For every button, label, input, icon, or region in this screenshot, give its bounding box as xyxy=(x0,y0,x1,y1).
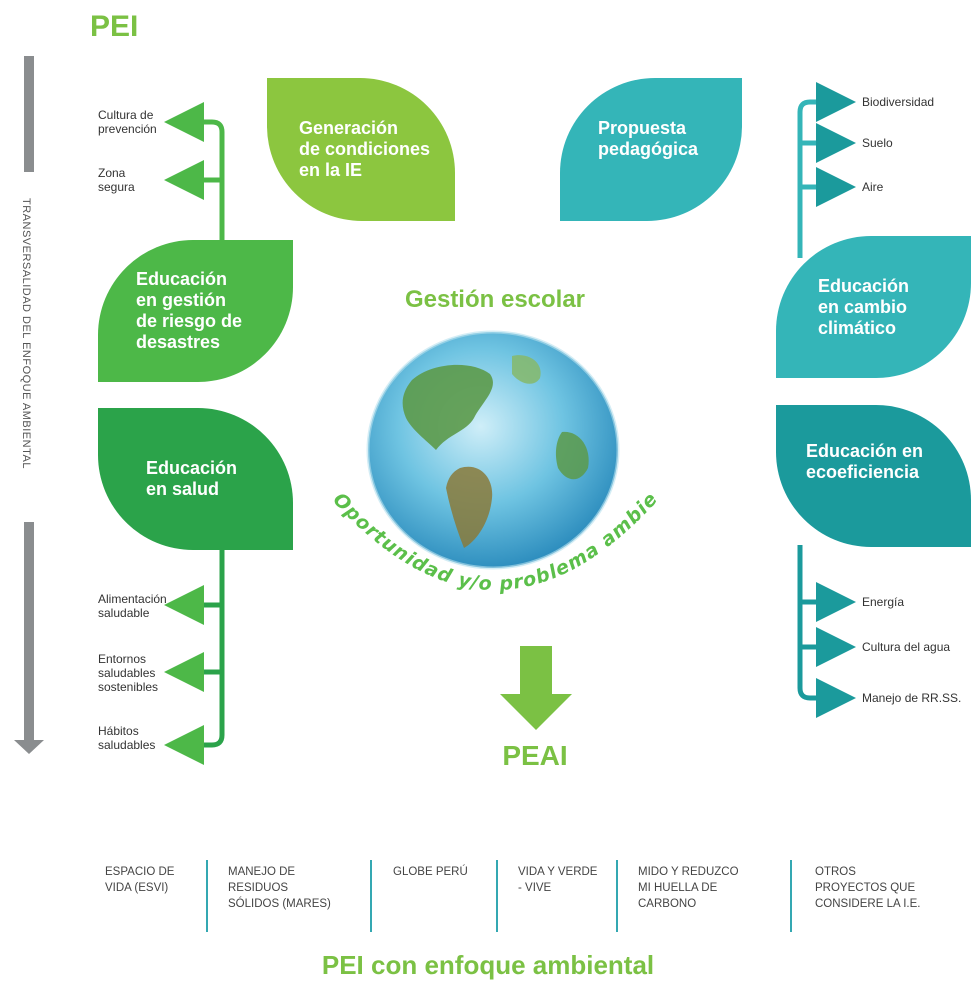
leaf-ecoeficiencia: Educación en ecoeficiencia xyxy=(776,405,971,547)
divider xyxy=(496,860,498,932)
project-item: Mido y reduzco mi huella de carbono xyxy=(638,866,739,910)
side-bar-bottom xyxy=(24,522,34,744)
list-item: Energía xyxy=(862,595,905,609)
project-item: Manejo de residuos sólidos (MARES) xyxy=(228,866,331,910)
center-title: Gestión escolar xyxy=(404,286,586,313)
footer-title: PEI con enfoque ambiental xyxy=(321,950,655,980)
divider xyxy=(370,860,372,932)
leaf-cambio: Educación en cambio climático xyxy=(776,236,971,378)
svg-text:Oportunidad y/o problema ambie: Oportunidad y/o problema ambiental xyxy=(320,430,662,595)
globe-icon xyxy=(366,330,620,570)
divider xyxy=(206,860,208,932)
left-bottom-trunk xyxy=(164,548,225,765)
right-bottom-trunk xyxy=(797,545,856,718)
list-item: Aire xyxy=(862,180,884,194)
arc-text: Oportunidad y/o problema ambiental xyxy=(320,430,662,595)
list-item: Suelo xyxy=(862,136,893,150)
list-item: Hábitos saludables xyxy=(98,724,156,752)
list-item: Entornos saludables sostenibles xyxy=(98,652,159,694)
list-item: Alimentación saludable xyxy=(98,592,167,620)
project-item: Vida y Verde - VIVE xyxy=(518,866,598,894)
list-item: Biodiversidad xyxy=(862,95,935,109)
leaf-ecoeficiencia-label: Educación en ecoeficiencia xyxy=(806,441,924,482)
left-top-trunk xyxy=(164,102,225,240)
side-arrow-icon xyxy=(14,740,44,754)
page-title: PEI xyxy=(90,10,139,43)
side-label: TRANSVERSALIDAD DEL ENFOQUE AMBIENTAL xyxy=(20,198,32,469)
leaf-generacion-label: Generación de condiciones en la IE xyxy=(299,118,431,180)
down-arrow-icon xyxy=(500,646,572,730)
leaf-riesgo: Educación en gestión de riesgo de desast… xyxy=(98,240,293,382)
leaf-cambio-label: Educación en cambio climático xyxy=(818,275,910,338)
result-label: PEAI xyxy=(502,740,568,771)
leaf-propuesta-label: Propuesta pedagógica xyxy=(598,117,699,159)
list-item: Cultura de prevención xyxy=(98,108,157,136)
project-item: GLOBE Perú xyxy=(393,866,468,878)
leaf-riesgo-label: Educación en gestión de riesgo de desast… xyxy=(136,269,243,352)
list-item: Zona segura xyxy=(98,166,135,194)
project-item: Espacio de vida (ESVI) xyxy=(105,866,175,894)
arc-text-path: Oportunidad y/o problema ambiental xyxy=(320,430,661,595)
list-item: Cultura del agua xyxy=(862,640,951,654)
leaf-generacion: Generación de condiciones en la IE xyxy=(267,78,455,221)
divider xyxy=(616,860,618,932)
leaf-salud: Educación en salud xyxy=(98,408,293,550)
project-item: Otros proyectos que considere la I.E. xyxy=(815,866,921,910)
leaf-salud-label: Educación en salud xyxy=(146,458,238,499)
list-item: Manejo de RR.SS. xyxy=(862,691,962,705)
side-bar-top xyxy=(24,56,34,172)
divider xyxy=(790,860,792,932)
right-top-trunk xyxy=(797,82,856,258)
